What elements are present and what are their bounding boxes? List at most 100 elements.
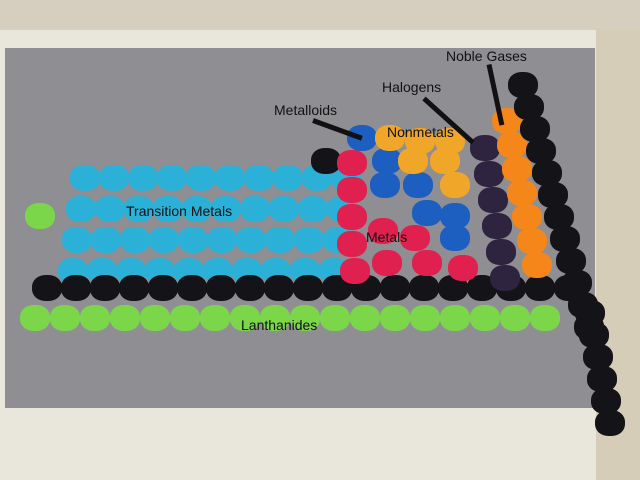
label-metalloids: Metalloids: [274, 102, 338, 118]
crochet-circle: [517, 228, 547, 254]
crochet-circle: [526, 138, 556, 164]
crochet-circle: [62, 227, 92, 253]
crochet-circle: [95, 196, 125, 222]
crochet-circle: [410, 305, 440, 331]
crochet-circle: [430, 148, 460, 174]
crochet-circle: [186, 165, 216, 191]
crochet-circle: [440, 225, 470, 251]
crochet-circle: [368, 218, 398, 244]
crochet-circle: [99, 165, 129, 191]
crochet-circle: [478, 187, 508, 213]
crochet-circle: [337, 177, 367, 203]
crochet-circle: [25, 203, 55, 229]
crochet-circle: [372, 148, 402, 174]
crochet-circle: [579, 322, 609, 348]
crochet-circle: [490, 265, 520, 291]
crochet-circle: [507, 180, 537, 206]
crochet-circle: [61, 275, 91, 301]
crochet-circle: [337, 204, 367, 230]
crochet-circle: [474, 161, 504, 187]
crochet-circle: [211, 196, 241, 222]
crochet-circle: [294, 227, 324, 253]
crochet-circle: [178, 227, 208, 253]
crochet-circle: [337, 150, 367, 176]
crochet-circle: [340, 258, 370, 284]
crochet-circle: [500, 305, 530, 331]
crochet-circle: [298, 196, 328, 222]
crochet-circle: [320, 305, 350, 331]
crochet-circle: [575, 300, 605, 326]
crochet-circle: [264, 275, 294, 301]
crochet-circle: [140, 305, 170, 331]
crochet-circle: [502, 156, 532, 182]
wall: [0, 0, 640, 34]
crochet-circle: [522, 252, 552, 278]
crochet-circle: [482, 213, 512, 239]
crochet-circle: [20, 305, 50, 331]
crochet-circle: [514, 94, 544, 120]
crochet-circle: [337, 231, 367, 257]
crochet-circle: [400, 225, 430, 251]
crochet-circle: [486, 239, 516, 265]
crochet-circle: [265, 227, 295, 253]
crochet-circle: [206, 275, 236, 301]
crochet-circle: [50, 305, 80, 331]
crochet-circle: [409, 275, 439, 301]
crochet-circle: [372, 250, 402, 276]
crochet-circle: [403, 172, 433, 198]
crochet-circle: [177, 275, 207, 301]
crochet-circle: [80, 305, 110, 331]
crochet-circle: [538, 182, 568, 208]
crochet-circle: [587, 366, 617, 392]
label-nonmetals: Nonmetals: [387, 124, 454, 140]
crochet-circle: [149, 227, 179, 253]
crochet-circle: [550, 226, 580, 252]
crochet-circle: [290, 305, 320, 331]
crochet-circle: [375, 125, 405, 151]
crochet-circle: [215, 165, 245, 191]
crochet-circle: [244, 165, 274, 191]
crochet-circle: [440, 172, 470, 198]
crochet-circle: [182, 196, 212, 222]
crochet-circle: [380, 275, 410, 301]
crochet-circle: [91, 227, 121, 253]
crochet-circle: [32, 275, 62, 301]
crochet-circle: [240, 196, 270, 222]
crochet-circle: [380, 305, 410, 331]
crochet-circle: [236, 227, 266, 253]
label-transition-metals: Transition Metals: [126, 203, 233, 219]
crochet-circle: [440, 203, 470, 229]
crochet-circle: [70, 165, 100, 191]
crochet-circle: [520, 116, 550, 142]
crochet-circle: [398, 148, 428, 174]
crochet-circle: [119, 275, 149, 301]
crochet-circle: [512, 204, 542, 230]
label-noble-gases: Noble Gases: [446, 48, 527, 64]
crochet-circle: [470, 305, 500, 331]
crochet-circle: [530, 305, 560, 331]
label-lanthanides: Lanthanides: [241, 317, 318, 333]
crochet-circle: [128, 165, 158, 191]
crochet-circle: [124, 196, 154, 222]
crochet-circle: [120, 227, 150, 253]
crochet-circle: [230, 305, 260, 331]
crochet-circle: [562, 270, 592, 296]
crochet-circle: [235, 275, 265, 301]
crochet-circle: [525, 275, 555, 301]
crochet-circle: [470, 135, 500, 161]
label-halogens: Halogens: [382, 79, 442, 95]
crochet-circle: [440, 305, 470, 331]
crochet-circle: [200, 305, 230, 331]
crochet-circle: [153, 196, 183, 222]
crochet-circle: [412, 250, 442, 276]
crochet-circle: [350, 305, 380, 331]
crochet-circle: [412, 200, 442, 226]
crochet-circle: [544, 204, 574, 230]
crochet-circle: [508, 72, 538, 98]
crochet-circle: [110, 305, 140, 331]
crochet-circle: [556, 248, 586, 274]
crochet-circle: [591, 388, 621, 414]
crochet-circle: [170, 305, 200, 331]
crochet-circle: [66, 196, 96, 222]
